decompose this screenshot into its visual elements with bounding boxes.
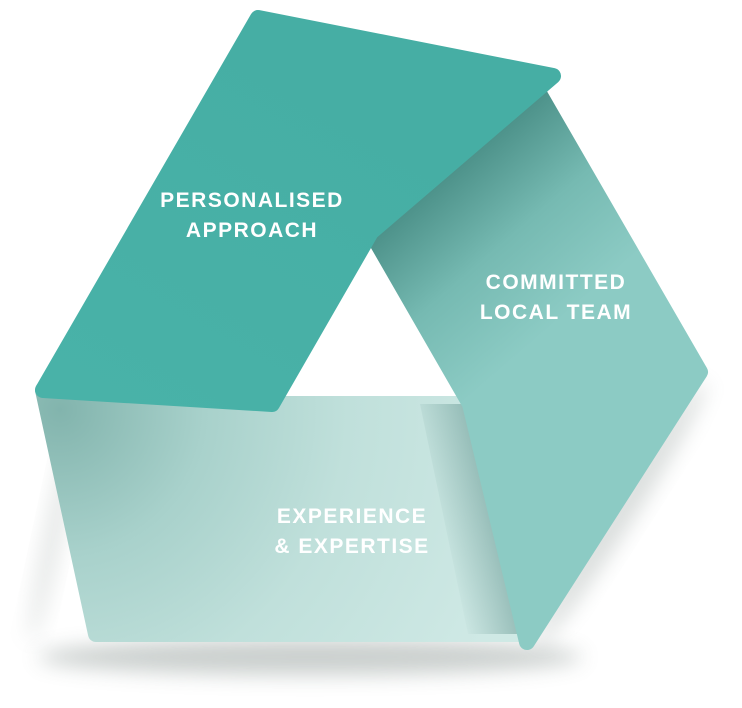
drop-shadow-bottom bbox=[38, 639, 582, 675]
label-personalised-approach: PERSONALISED APPROACH bbox=[102, 186, 402, 246]
label-committed-line1: COMMITTED bbox=[485, 271, 627, 294]
fold-shadow-bottom-right bbox=[420, 404, 525, 634]
label-committed-local-team: COMMITTED LOCAL TEAM bbox=[406, 268, 706, 328]
label-personalised-line2: APPROACH bbox=[185, 219, 319, 242]
label-personalised-line1: PERSONALISED bbox=[160, 189, 344, 212]
ribbon-personalised-approach bbox=[35, 10, 561, 412]
label-experience-line2: & EXPERTISE bbox=[274, 535, 430, 558]
drop-shadow-right-edge bbox=[536, 381, 706, 643]
label-experience-line1: EXPERIENCE bbox=[276, 505, 428, 528]
label-experience-expertise: EXPERIENCE & EXPERTISE bbox=[202, 502, 502, 562]
label-committed-line2: LOCAL TEAM bbox=[479, 301, 633, 324]
